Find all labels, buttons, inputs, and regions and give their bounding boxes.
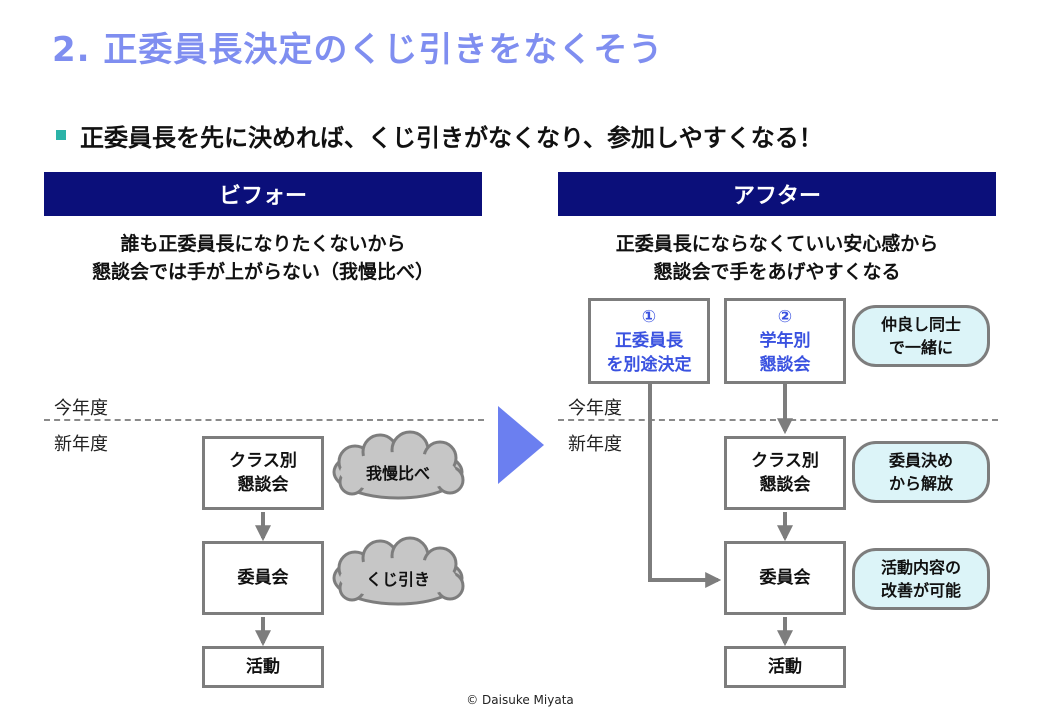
transition-arrow-icon (498, 406, 544, 484)
note3-line2: 改善が可能 (880, 581, 961, 600)
step1-line2: を別途決定 (606, 355, 692, 375)
main-bullet-text: 正委員長を先に決めれば、くじ引きがなくなり、参加しやすくなる！ (80, 124, 823, 152)
step1-number: ① (641, 307, 657, 327)
after-class-line2: 懇談会 (759, 475, 811, 495)
before-year-new: 新年度 (54, 434, 108, 455)
after-year-current: 今年度 (568, 398, 622, 419)
before-description: 誰も正委員長になりたくないから 懇談会では手が上がらない（我慢比べ） (44, 230, 482, 286)
after-header: アフター (558, 172, 996, 216)
after-chair-decision-box: ① 正委員長 を別途決定 (588, 298, 710, 384)
step1-line1: 正委員長 (615, 331, 683, 351)
after-committee-box: 委員会 (724, 541, 846, 615)
before-year-divider (44, 419, 484, 421)
bullet-square-icon (56, 130, 66, 140)
after-class-meeting-box: クラス別 懇談会 (724, 436, 846, 510)
before-class-line2: 懇談会 (237, 475, 289, 495)
slide-title: 2. 正委員長決定のくじ引きをなくそう (52, 30, 664, 70)
before-desc-line2: 懇談会では手が上がらない（我慢比べ） (91, 261, 434, 283)
after-grade-meeting-box: ② 学年別 懇談会 (724, 298, 846, 384)
note2-line1: 委員決め (888, 451, 953, 470)
step2-line1: 学年別 (759, 331, 811, 351)
after-desc-line2: 懇談会で手をあげやすくなる (653, 261, 901, 283)
before-year-current: 今年度 (54, 398, 108, 419)
before-class-line1: クラス別 (229, 451, 297, 471)
before-desc-line1: 誰も正委員長になりたくないから (120, 233, 406, 255)
before-activity-box: 活動 (202, 646, 324, 688)
before-committee-box: 委員会 (202, 541, 324, 615)
after-year-new: 新年度 (568, 434, 622, 455)
step2-line2: 懇談会 (759, 355, 811, 375)
cloud-label-endurance: 我慢比べ (365, 464, 430, 483)
note-free-from-selection: 委員決め から解放 (852, 441, 990, 503)
note2-line2: から解放 (888, 474, 953, 493)
note-friends-together: 仲良し同士 で一緒に (852, 305, 990, 367)
after-activity-box: 活動 (724, 646, 846, 688)
note-improve-activities: 活動内容の 改善が可能 (852, 548, 990, 610)
after-arrow-chair-to-committee (648, 384, 722, 588)
after-description: 正委員長にならなくていい安心感から 懇談会で手をあげやすくなる (558, 230, 996, 286)
before-class-meeting-box: クラス別 懇談会 (202, 436, 324, 510)
step2-number: ② (777, 307, 793, 327)
copyright-footer: © Daisuke Miyata (466, 693, 574, 707)
note1-line2: で一緒に (888, 338, 953, 357)
note1-line1: 仲良し同士 (880, 315, 961, 334)
note3-line1: 活動内容の (880, 558, 961, 577)
after-desc-line1: 正委員長にならなくていい安心感から (615, 233, 939, 255)
after-class-line1: クラス別 (751, 451, 819, 471)
before-header: ビフォー (44, 172, 482, 216)
cloud-label-lottery: くじ引き (365, 570, 430, 589)
